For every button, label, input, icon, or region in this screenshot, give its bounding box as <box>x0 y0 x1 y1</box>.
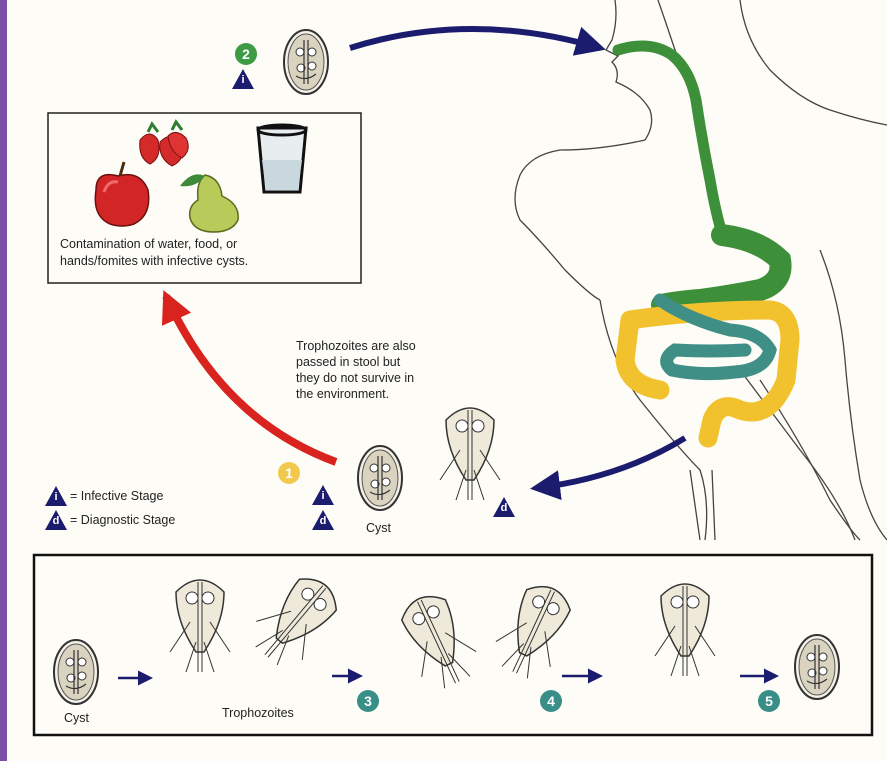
cyst-icon <box>358 446 402 510</box>
excretion-arrow <box>536 438 685 488</box>
diagnostic-stage-marker: d <box>492 496 516 518</box>
note-line4: the environment. <box>296 387 389 402</box>
digestive-tract <box>618 46 790 438</box>
trophozoite-icon <box>655 584 715 676</box>
step-4-badge: 4 <box>540 690 562 712</box>
legend-infective-symbol: i <box>44 491 68 503</box>
diagnostic-stage-marker: d <box>311 509 335 531</box>
infective-stage-symbol: i <box>231 74 255 86</box>
infective-stage-marker: i <box>231 68 255 90</box>
step-5-badge: 5 <box>758 690 780 712</box>
trophozoite-icon <box>391 586 484 695</box>
infective-stage-marker: i <box>311 484 335 506</box>
water-glass-icon <box>258 125 306 192</box>
left-accent-band <box>0 0 7 761</box>
legend-infective-triangle: i <box>44 485 68 507</box>
cyst-label: Cyst <box>366 521 391 536</box>
trophozoite-icon <box>487 576 580 685</box>
cyst-icon <box>795 635 839 699</box>
step-3-badge: 3 <box>357 690 379 712</box>
infective-stage-symbol: i <box>311 490 335 502</box>
step-2-badge: 2 <box>235 43 257 65</box>
legend-diagnostic-symbol: d <box>44 515 68 527</box>
note-line3: they do not survive in <box>296 371 414 386</box>
cyst-icon <box>54 640 98 704</box>
contamination-caption-line2: hands/fomites with infective cysts. <box>60 254 248 269</box>
note-line2: passed in stool but <box>296 355 400 370</box>
trophozoite-icon <box>440 408 500 500</box>
legend-diagnostic-label: = Diagnostic Stage <box>70 513 175 528</box>
trophozoites-label: Trophozoites <box>222 706 294 721</box>
legend-diagnostic-triangle: d <box>44 509 68 531</box>
trophozoite-icon <box>243 566 348 675</box>
cyst-icon <box>284 30 328 94</box>
ingestion-arrow <box>350 29 600 48</box>
human-body-outline <box>515 0 887 540</box>
trophozoite-icon <box>170 580 230 672</box>
contamination-caption-line1: Contamination of water, food, or <box>60 237 237 252</box>
note-line1: Trophozoites are also <box>296 339 416 354</box>
legend-infective-label: = Infective Stage <box>70 489 163 504</box>
panel-cyst-label: Cyst <box>64 711 89 726</box>
diagnostic-stage-symbol: d <box>492 502 516 514</box>
diagnostic-stage-symbol: d <box>311 515 335 527</box>
step-1-badge: 1 <box>278 462 300 484</box>
